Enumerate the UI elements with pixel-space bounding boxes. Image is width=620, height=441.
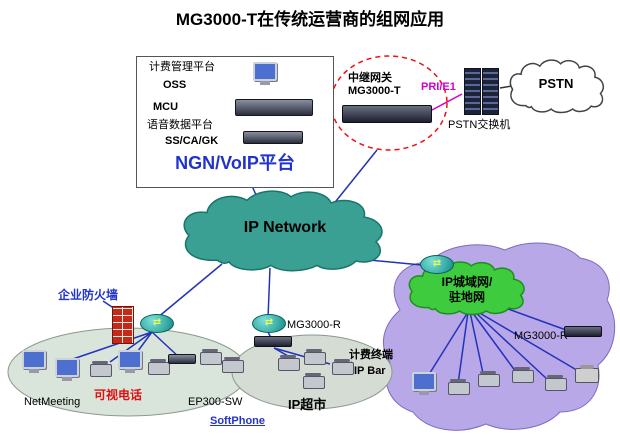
ip-network-label: IP Network (243, 219, 327, 236)
ip-bar-label: IP Bar (354, 365, 386, 377)
mcu-label: MCU (153, 101, 179, 113)
gateway-device-icon (564, 326, 602, 337)
ip-phone-icon (148, 359, 170, 375)
connection-line (474, 311, 549, 381)
ep300-switch-icon (168, 354, 196, 364)
metro-cloud-label-line2: 驻地网 (448, 290, 485, 304)
ip-phone-icon (90, 361, 112, 377)
connection-line (151, 331, 181, 359)
pstn-switch-icon (482, 68, 499, 115)
connection-line (457, 311, 469, 385)
fax-icon (575, 365, 599, 383)
ss-ca-gk-label: SS/CA/GK (165, 135, 219, 147)
connection-line (69, 331, 153, 361)
ngn-platform-title: NGN/VoIP平台 (175, 153, 295, 173)
server-icon (243, 131, 303, 144)
connection-line (477, 311, 581, 373)
connection-line (267, 267, 271, 319)
ip-phone-icon (478, 371, 500, 387)
ip-phone-icon (448, 379, 470, 395)
voice-data-label: 语音数据平台 (147, 119, 213, 131)
connection-line (109, 331, 153, 363)
oss-label: OSS (163, 79, 187, 91)
firewall-icon (112, 306, 134, 344)
ip-market-label: IP超市 (288, 397, 327, 412)
computer-icon (253, 62, 277, 85)
connection-line (499, 305, 567, 331)
router-icon (420, 255, 454, 274)
ip-market-gateway-label: MG3000-R (287, 319, 341, 331)
ip-phone-icon (332, 359, 354, 375)
gateway-device-icon (254, 336, 292, 347)
enterprise-firewall-label: 企业防火墙 (58, 288, 119, 302)
ip-phone-icon (303, 373, 325, 389)
connection-lines (69, 149, 581, 385)
computer-icon (55, 358, 79, 381)
ngn-platform-box: 计费管理平台 OSS MCU 语音数据平台 SS/CA/GK NGN/VoIP平… (136, 56, 334, 188)
pri-e1-label: PRI/E1 (421, 81, 456, 93)
pri-e1-line (431, 93, 463, 111)
billing-terminal-label: 计费终端 (349, 349, 393, 361)
trunk-gateway-model: MG3000-T (348, 85, 401, 97)
connection-line (331, 149, 378, 207)
ip-phone-icon (512, 367, 534, 383)
router-icon (252, 314, 286, 333)
computer-icon (22, 350, 46, 373)
ip-phone-icon (545, 375, 567, 391)
page-title: MG3000-T在传统运营商的组网应用 (175, 10, 445, 29)
connection-line (156, 263, 223, 319)
trunk-gateway-dashed-ellipse (330, 55, 448, 151)
softphone-label: SoftPhone (210, 415, 265, 427)
router-icon (140, 314, 174, 333)
connection-line (469, 311, 485, 379)
video-phone-label: 可视电话 (94, 388, 143, 402)
computer-icon (412, 372, 436, 395)
server-icon (235, 99, 313, 116)
connection-line (471, 311, 517, 373)
ip-phone-icon (278, 355, 300, 371)
metro-gateway-label: MG3000-R (514, 330, 568, 342)
trunk-gateway-name: 中继网关 (348, 72, 392, 84)
ip-phone-icon (304, 349, 326, 365)
pstn-switch-label: PSTN交换机 (448, 119, 511, 131)
metro-cloud-label-line1: IP城域网/ (441, 275, 493, 289)
ip-phone-icon (222, 357, 244, 373)
ep300-label: EP300-SW (188, 396, 243, 408)
pstn-cloud-label: PSTN (538, 76, 574, 91)
connection-line (427, 311, 469, 377)
billing-mgmt-label: 计费管理平台 (149, 61, 215, 73)
netmeeting-label: NetMeeting (24, 396, 81, 408)
computer-icon (118, 350, 142, 373)
pstn-switch-icon (464, 68, 481, 115)
ip-phone-icon (200, 349, 222, 365)
gateway-device-icon (342, 105, 432, 123)
